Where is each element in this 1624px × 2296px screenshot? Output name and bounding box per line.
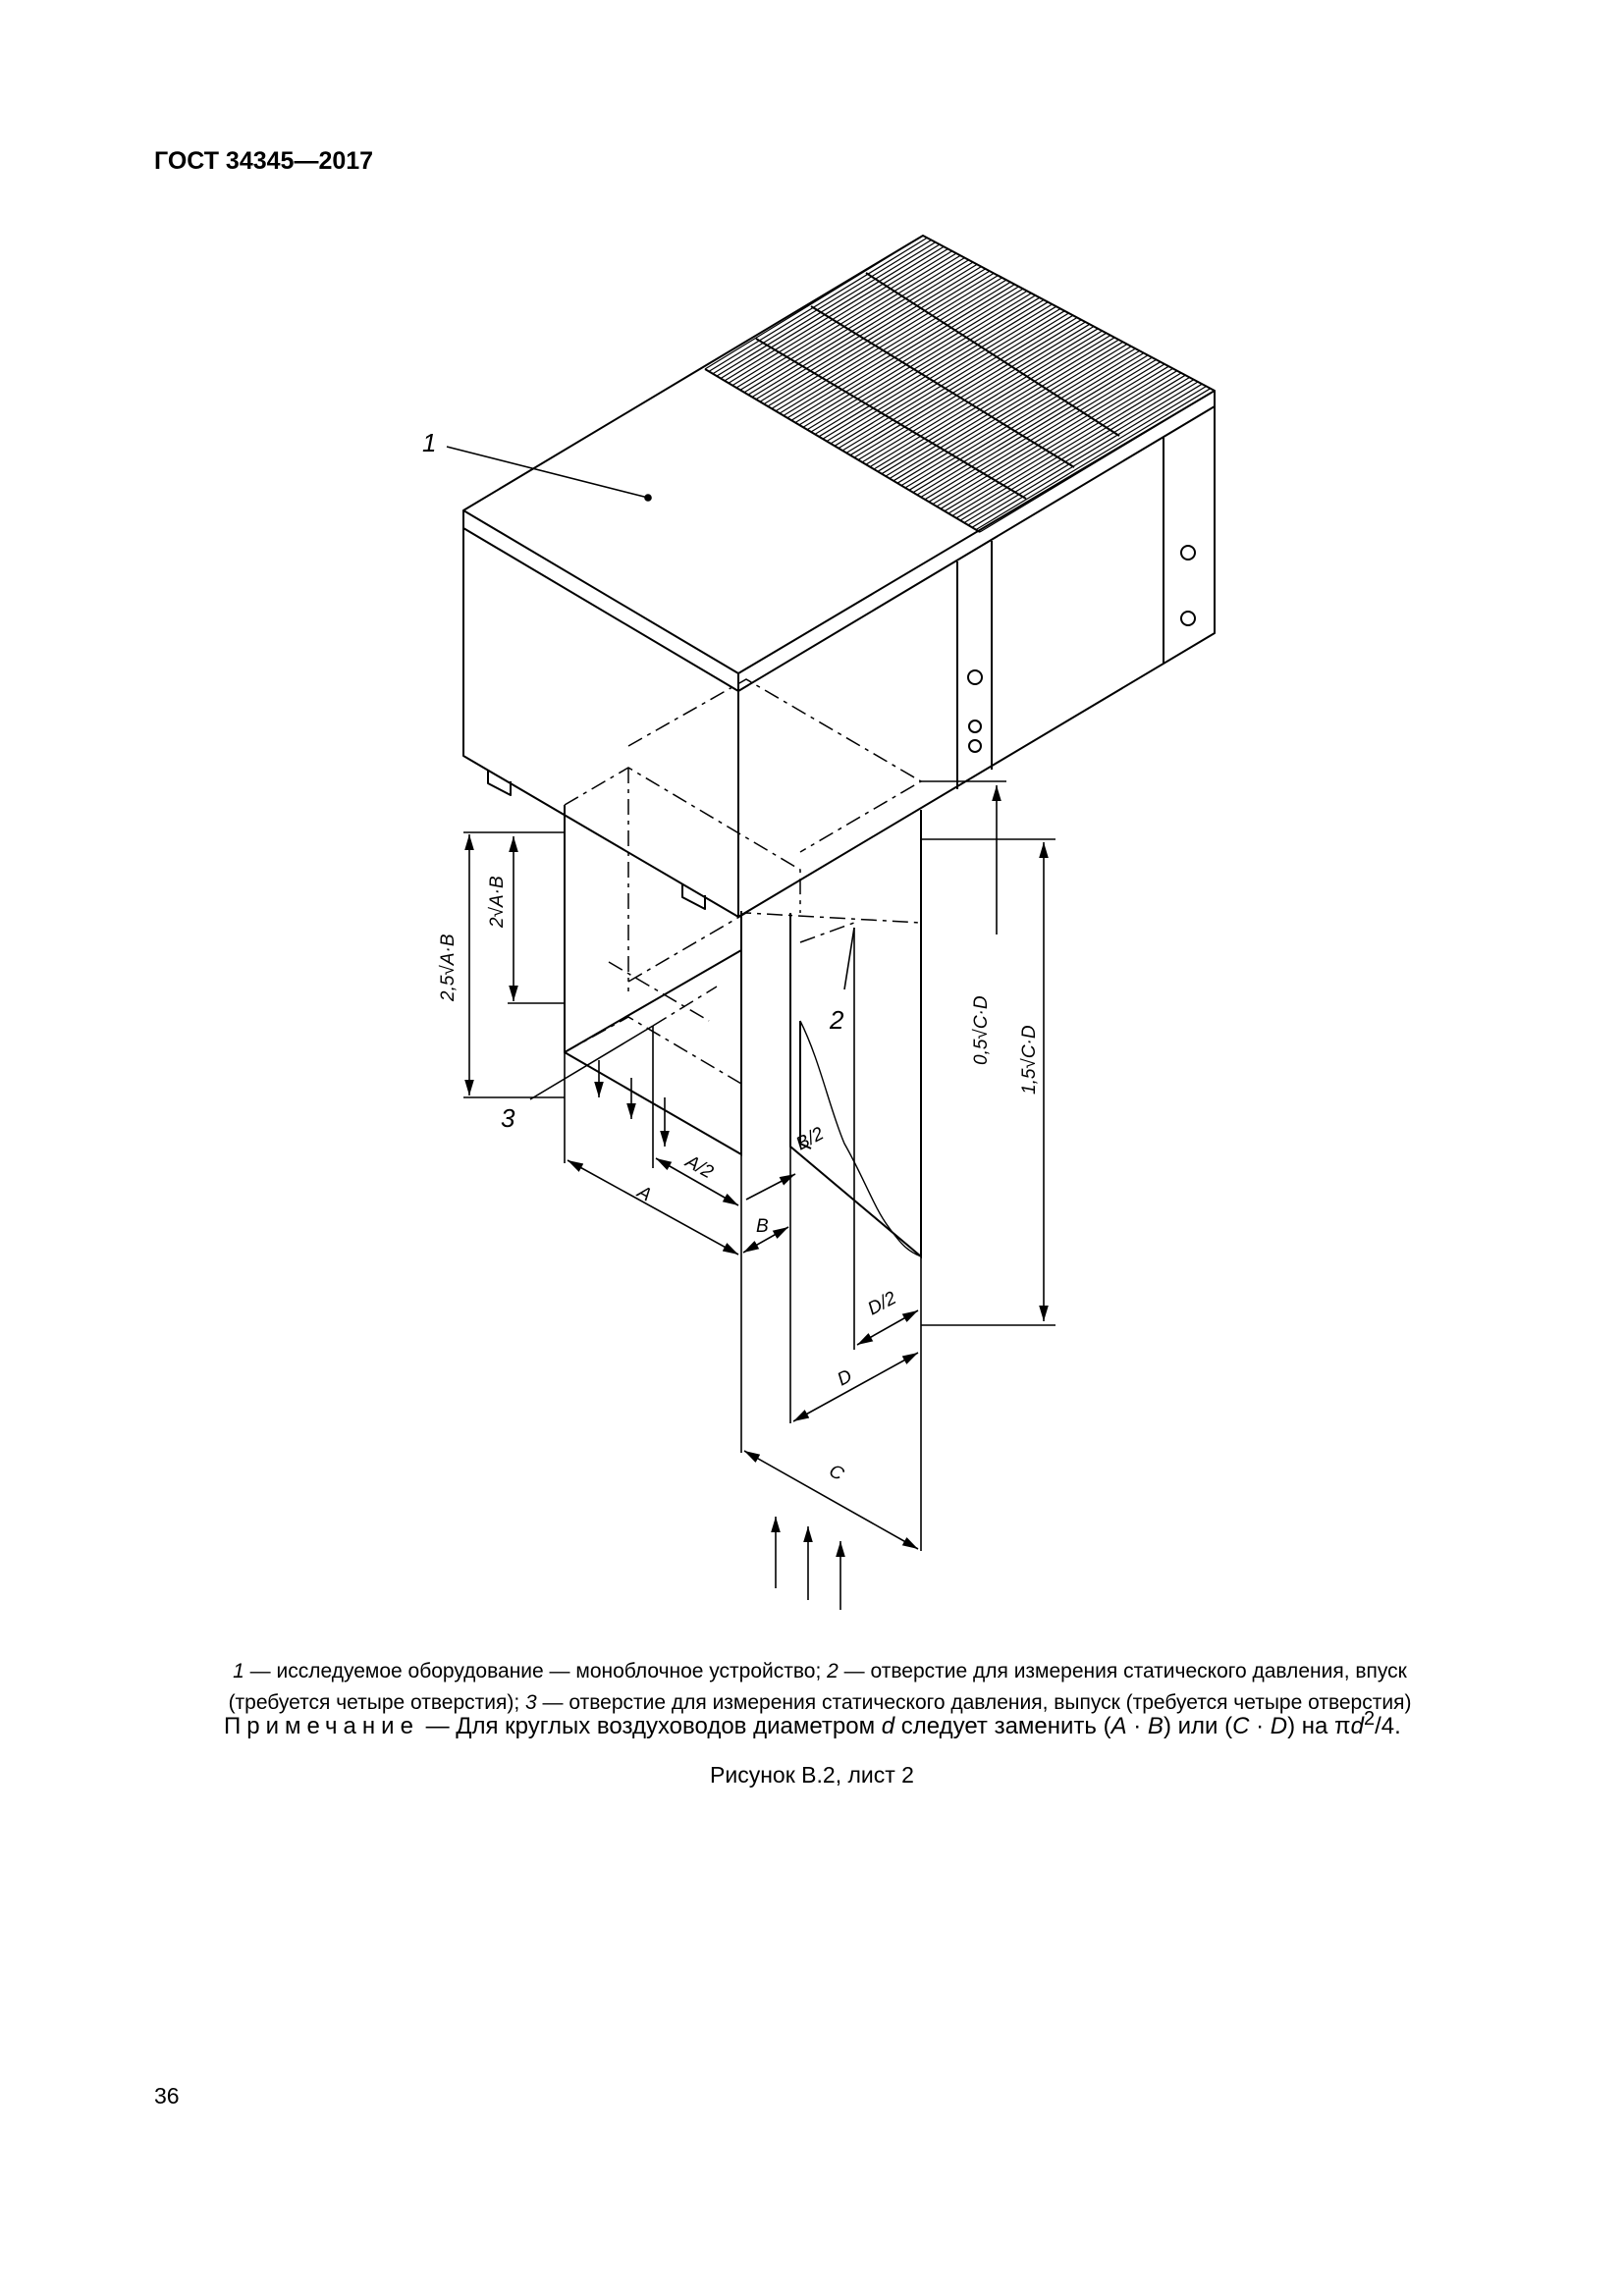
outlet-duct	[789, 810, 922, 1259]
grille-stripe	[783, 279, 1007, 416]
dim-label-h-outlet-total: 1,5√C·D	[1019, 1025, 1040, 1095]
grille-stripe	[810, 294, 1036, 433]
grille-stripe	[963, 381, 1199, 524]
grille-stripe	[936, 365, 1169, 507]
grille-stripe	[869, 328, 1099, 468]
grille-stripe	[955, 376, 1190, 519]
grille-stripe	[775, 275, 999, 412]
grille-stripe	[916, 354, 1149, 496]
grille-stripe	[759, 266, 982, 402]
dim-label-h-inlet-total: 2,5√A·B	[438, 934, 459, 1002]
grille-stripe	[802, 290, 1028, 428]
grille-stripe	[771, 272, 995, 409]
grille-hatching	[704, 235, 1216, 533]
grille-stripe	[920, 356, 1153, 498]
grille-stripe	[857, 321, 1086, 461]
figure-note: Примечание — Для круглых воздуховодов ди…	[224, 1708, 1401, 1739]
grille-stripe	[794, 286, 1019, 424]
grille-stripe	[790, 284, 1015, 421]
grille-stripe	[806, 293, 1032, 431]
grille-stripe	[830, 305, 1057, 445]
grille-stripe	[818, 298, 1045, 438]
dim-label-d-half: D/2	[864, 1288, 899, 1320]
isometric-figure: 1 2 3 A A/2 B B/2 C D D/2 2√A·B 2,5√A·B …	[422, 235, 1216, 1610]
grille-stripe	[896, 344, 1128, 484]
grille-stripe	[739, 254, 961, 391]
grille-stripe	[979, 390, 1216, 533]
grille-stripe	[716, 241, 937, 377]
grille-stripe	[889, 339, 1119, 480]
dim-label-d: D	[834, 1365, 855, 1390]
grille-stripe	[826, 303, 1053, 443]
grille-stripe	[814, 296, 1041, 435]
callout-1: 1	[422, 428, 436, 457]
page-number: 36	[154, 2083, 180, 2109]
grille-stripe	[712, 239, 932, 375]
grille-stripe	[908, 349, 1140, 491]
grille-stripe	[873, 330, 1103, 470]
figure-title: Рисунок В.2, лист 2	[710, 1762, 914, 1788]
grille-stripe	[838, 310, 1065, 450]
grille-stripe	[947, 372, 1182, 514]
grille-stripe	[861, 323, 1091, 463]
grille-stripe	[885, 337, 1115, 477]
dim-label-a-half: A/2	[681, 1151, 717, 1184]
grille-stripe	[975, 388, 1212, 531]
grille-stripe	[944, 370, 1178, 512]
document-header: ГОСТ 34345—2017	[154, 147, 374, 175]
grille-stripe	[763, 268, 986, 405]
grille-stripe	[959, 379, 1195, 521]
callout-3: 3	[501, 1103, 515, 1133]
grille-stripe	[967, 383, 1203, 526]
grille-stripe	[751, 261, 974, 399]
grille-stripe	[841, 312, 1069, 452]
grille-stripe	[767, 270, 991, 407]
grille-stripe	[940, 367, 1173, 509]
grille-stripe	[724, 245, 945, 382]
grille-stripe	[893, 341, 1124, 482]
grille-stripe	[881, 335, 1111, 475]
grille-stripe	[849, 316, 1078, 456]
grille-stripe	[798, 288, 1024, 426]
grille-stripe	[779, 277, 1002, 414]
dim-label-b: B	[756, 1216, 769, 1237]
grille-stripe	[747, 259, 970, 396]
figure-legend: 1 — исследуемое оборудование — моноблочн…	[228, 1660, 1412, 1714]
grille-stripe	[865, 325, 1095, 465]
dim-label-h-inlet: 2√A·B	[487, 876, 508, 929]
grille-stripe	[951, 374, 1186, 516]
grille-stripe	[912, 352, 1145, 494]
grille-stripe	[904, 347, 1136, 489]
dim-label-c: C	[826, 1461, 847, 1485]
grille-stripe	[845, 314, 1074, 454]
grille-stripe	[728, 247, 948, 384]
grille-stripe	[928, 361, 1162, 503]
grille-stripe	[786, 281, 1011, 419]
grille-stripe	[731, 250, 953, 387]
dim-label-h-outlet: 0,5√C·D	[971, 995, 992, 1065]
grille-stripe	[743, 257, 965, 394]
note-label: Примечание	[224, 1713, 419, 1739]
grille-stripe	[853, 319, 1082, 458]
dim-label-a: A	[633, 1182, 655, 1206]
grille-stripe	[735, 252, 957, 389]
grille-stripe	[822, 301, 1049, 440]
grille-stripe	[720, 243, 941, 380]
grille-stripe	[924, 358, 1157, 501]
grille-stripe	[877, 332, 1108, 472]
dim-label-b-half: B/2	[792, 1123, 827, 1154]
grille-stripe	[971, 385, 1207, 528]
grille-stripe	[932, 363, 1165, 506]
grille-stripe	[704, 235, 924, 370]
grille-stripe	[900, 346, 1132, 487]
grille-stripe	[708, 237, 928, 372]
callout-2: 2	[829, 1005, 844, 1035]
grille-stripe	[834, 307, 1061, 447]
grille-stripe	[755, 263, 978, 400]
